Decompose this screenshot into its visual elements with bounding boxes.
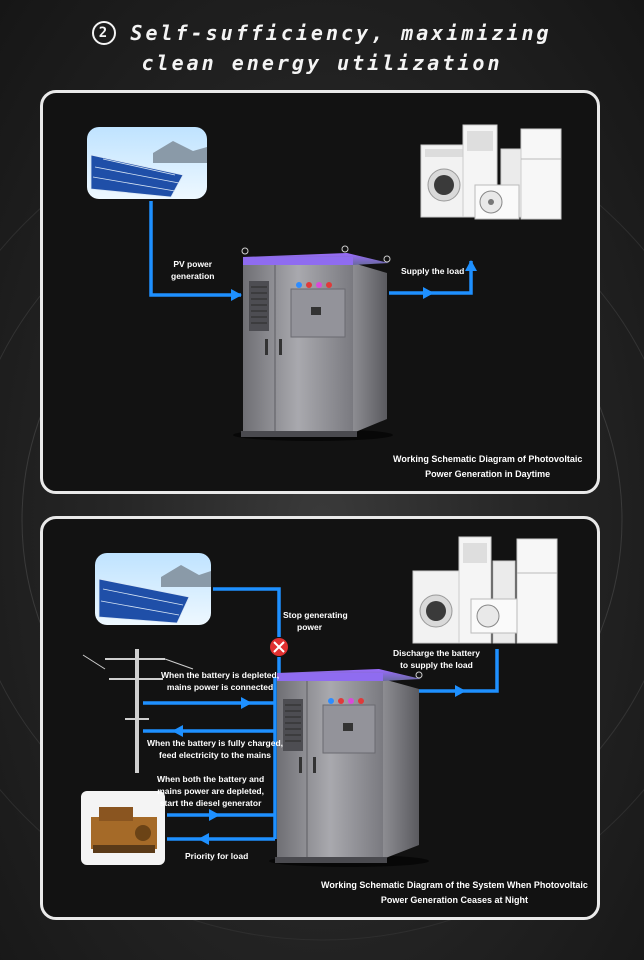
load-flow-line — [389, 260, 477, 299]
daytime-caption-line-1: Working Schematic Diagram of Photovoltai… — [393, 454, 583, 464]
mains-connect-flow-line — [143, 697, 275, 709]
charged-label-line-1: When the battery is fully charged, — [147, 738, 284, 748]
supply-load-label: Supply the load — [401, 266, 465, 276]
priority-load-flow-line — [167, 833, 275, 845]
diesel-label-line-3: start the diesel generator — [159, 798, 262, 808]
feed-mains-flow-line — [143, 725, 275, 737]
night-diagram-graphics — [81, 536, 558, 867]
energy-storage-cabinet — [269, 669, 429, 867]
night-caption-line-2: Power Generation Ceases at Night — [380, 895, 528, 905]
diesel-generator-image — [81, 791, 165, 865]
pv-power-generation-label: PV power generation — [171, 258, 214, 282]
pv-label-line-2: generation — [171, 271, 215, 281]
stop-generating-label: Stop generating power — [283, 609, 348, 633]
night-diagram-panel: Stop generating power Discharge the batt… — [40, 516, 600, 920]
battery-depleted-label: When the battery is depleted, mains powe… — [161, 669, 279, 693]
discharge-label-line-2: to supply the load — [400, 660, 473, 670]
depleted-label-line-2: mains power is connected — [166, 682, 274, 692]
priority-load-label: Priority for load — [185, 851, 249, 861]
battery-charged-label: When the battery is fully charged, feed … — [147, 737, 283, 761]
diesel-start-label: When both the battery and mains power ar… — [157, 773, 264, 809]
charged-label-line-2: feed electricity to the mains — [159, 750, 271, 760]
stop-marker-icon — [270, 638, 288, 656]
energy-storage-cabinet — [233, 245, 393, 441]
discharge-battery-label: Discharge the battery to supply the load — [393, 647, 480, 671]
header-title-line-1: Self-sufficiency, maximizing — [130, 21, 552, 45]
discharge-label-line-1: Discharge the battery — [393, 648, 480, 658]
solar-panel-image — [95, 553, 211, 625]
daytime-diagram-panel: PV power generation Supply the load Work… — [40, 90, 600, 494]
circled-number-icon: 2 — [92, 21, 117, 45]
daytime-caption-line-2: Power Generation in Daytime — [425, 469, 551, 479]
night-caption: Working Schematic Diagram of the System … — [321, 878, 588, 908]
pv-flow-line — [149, 201, 242, 301]
stop-label-line-1: Stop generating — [283, 610, 348, 620]
night-caption-line-1: Working Schematic Diagram of the System … — [321, 880, 588, 890]
page-header: 2 Self-sufficiency, maximizing clean ener… — [0, 18, 644, 78]
header-line-1: 2 Self-sufficiency, maximizing — [0, 18, 644, 48]
daytime-caption: Working Schematic Diagram of Photovoltai… — [393, 452, 582, 482]
pv-label-line-1: PV power — [173, 259, 213, 269]
pv-flow-line — [213, 587, 281, 677]
diesel-label-line-1: When both the battery and — [157, 774, 265, 784]
diesel-label-line-2: mains power are depleted, — [157, 786, 264, 796]
utility-pole-image — [82, 649, 194, 773]
discharge-flow-line — [413, 649, 499, 697]
household-appliances-image — [420, 124, 562, 220]
diesel-flow-line — [167, 809, 275, 821]
daytime-diagram-graphics — [87, 124, 562, 441]
solar-panel-image — [87, 127, 207, 199]
household-appliances-image — [412, 536, 558, 644]
header-title-line-2: clean energy utilization — [141, 51, 503, 75]
stop-label-line-2: power — [297, 622, 323, 632]
depleted-label-line-1: When the battery is depleted, — [161, 670, 280, 680]
